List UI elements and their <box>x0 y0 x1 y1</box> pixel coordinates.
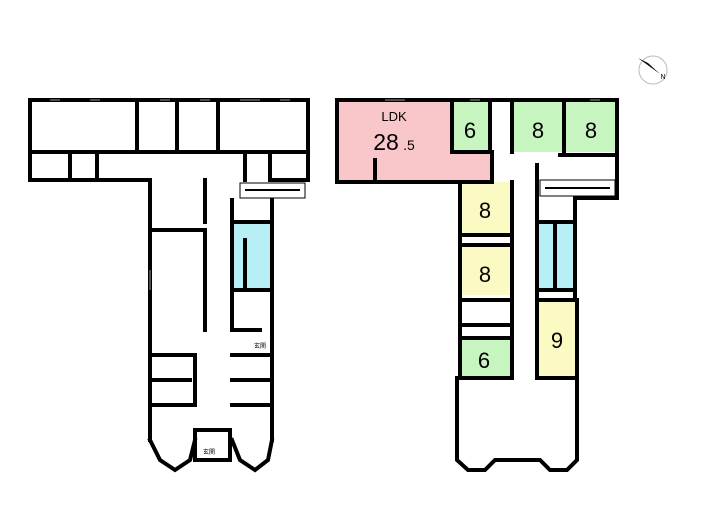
room-size-label: 8 <box>585 118 597 143</box>
compass-icon: N <box>638 55 668 85</box>
room-size-label: 6 <box>478 348 490 373</box>
left-wet-area <box>230 222 270 290</box>
washitsu-8-b <box>565 100 617 152</box>
room-size-label: 9 <box>551 328 563 353</box>
yoshitsu-8-b <box>460 245 512 295</box>
room-size-label: 8 <box>479 198 491 223</box>
room-size-label: 8 <box>532 118 544 143</box>
left-floor-plan: 玄関 玄関 <box>28 98 310 473</box>
ldk-label: LDK <box>381 109 407 124</box>
ldk-size: 28 <box>373 129 399 155</box>
ldk-size-decimal: .5 <box>403 137 415 153</box>
washitsu-8-a <box>512 100 564 152</box>
washitsu-6-bottom <box>458 338 510 378</box>
washitsu-6-top <box>452 100 490 152</box>
yoshitsu-9 <box>538 300 577 378</box>
compass-label: N <box>660 74 665 81</box>
yoshitsu-8-a <box>460 182 512 235</box>
right-floor-plan: LDK 28 .5 6 8 8 8 8 6 9 <box>335 98 619 472</box>
entrance-label: 玄関 <box>203 448 215 456</box>
room-size-label: 8 <box>479 262 491 287</box>
entrance-label: 玄関 <box>254 342 266 350</box>
room-size-label: 6 <box>464 118 476 143</box>
